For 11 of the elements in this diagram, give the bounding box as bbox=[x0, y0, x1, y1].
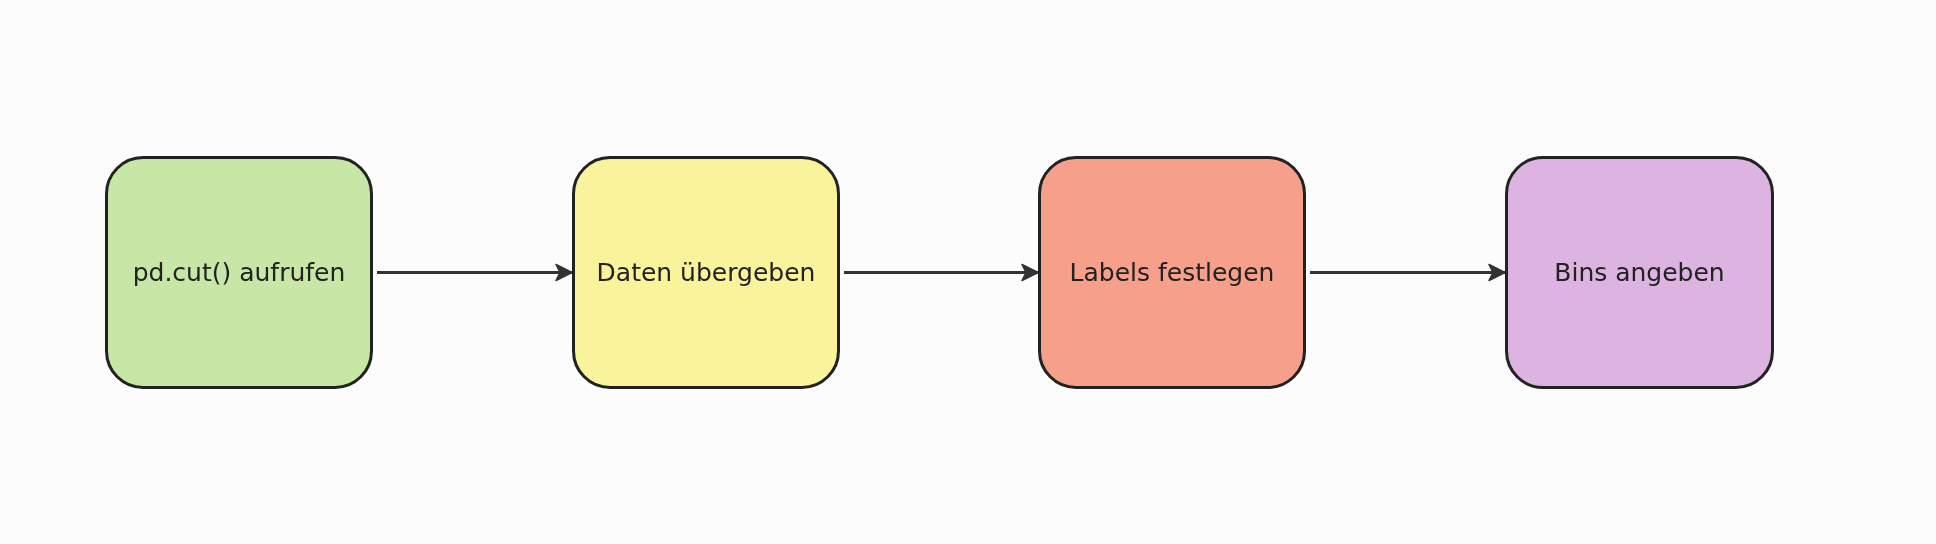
process-box bbox=[105, 156, 373, 389]
arrow bbox=[377, 263, 573, 282]
box-label: Bins angeben bbox=[1553, 258, 1726, 287]
arrow bbox=[1310, 263, 1506, 282]
box-label: Labels festlegen bbox=[1068, 258, 1276, 287]
box-label: Daten übergeben bbox=[595, 258, 817, 287]
arrow bbox=[844, 263, 1039, 282]
process-box bbox=[1505, 156, 1774, 389]
process-box bbox=[1038, 156, 1306, 389]
process-box bbox=[572, 156, 840, 389]
box-label: pd.cut() aufrufen bbox=[131, 258, 347, 287]
